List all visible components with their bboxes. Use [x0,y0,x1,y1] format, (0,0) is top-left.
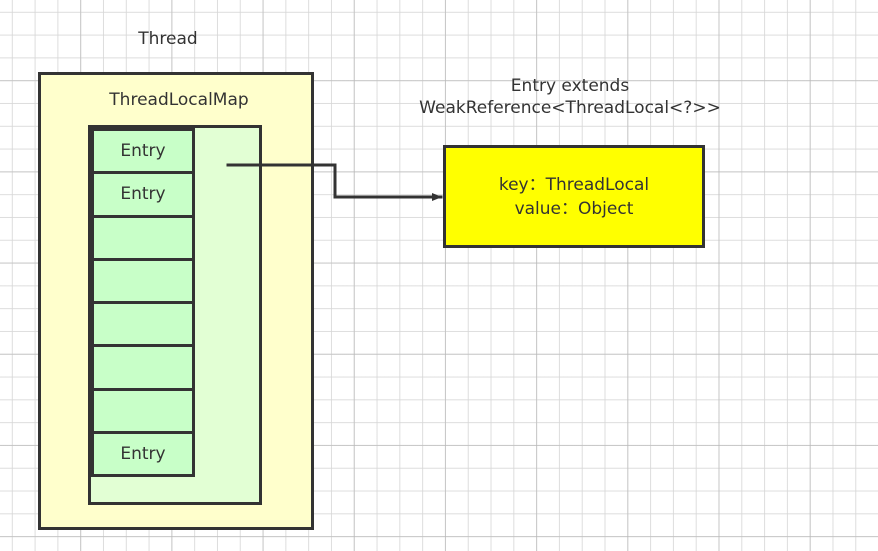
entry-row: Entry [94,433,192,474]
entry-class-title-label: Entry extends WeakReference<ThreadLocal<… [419,76,721,118]
thread-title-label: Thread [138,29,198,49]
entry-row [94,217,192,261]
threadlocalmap-box: Entry Entry Entry [88,125,262,505]
entry-detail-text: key：ThreadLocal value：Object [498,174,650,219]
entry-row: Entry [94,174,192,218]
entry-detail-box: key：ThreadLocal value：Object [443,145,705,248]
entry-row [94,304,192,348]
thread-box: ThreadLocalMap Entry Entry Entry [38,72,314,530]
entry-row [94,347,192,391]
entry-table: Entry Entry Entry [91,128,195,477]
entry-row [94,260,192,304]
entry-row: Entry [94,131,192,175]
entry-row [94,390,192,434]
threadlocalmap-title-label: ThreadLocalMap [109,90,249,110]
